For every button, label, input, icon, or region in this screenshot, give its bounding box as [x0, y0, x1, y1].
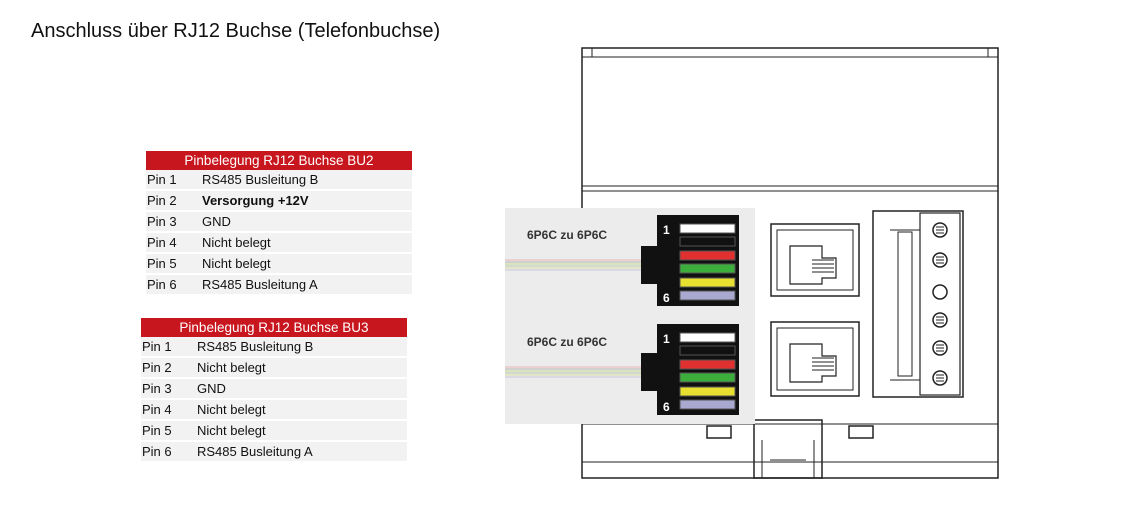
pin-label: Pin 4 [147, 235, 177, 250]
pin-label: Pin 3 [147, 214, 177, 229]
pin-label: Pin 3 [142, 381, 172, 396]
wire-pins [679, 223, 736, 301]
terminal-block [872, 210, 964, 398]
table-row: Pin 3 GND [146, 212, 412, 233]
plug-body [641, 246, 657, 284]
signal-label: Versorgung +12V [202, 193, 309, 208]
page-title: Anschluss über RJ12 Buchse (Telefonbuchs… [31, 20, 441, 42]
table-row: Pin 4 Nicht belegt [141, 400, 407, 421]
signal-label: Nicht belegt [202, 235, 271, 250]
pin-number-first: 1 [663, 332, 670, 346]
plug-body [641, 353, 657, 391]
cable-bu3: 6P6C zu 6P6C 1 6 [505, 324, 739, 415]
pin-label: Pin 6 [142, 444, 172, 459]
signal-label: RS485 Busleitung A [202, 277, 318, 292]
pin-label: Pin 5 [142, 423, 172, 438]
signal-label: GND [202, 214, 231, 229]
table-row: Pin 5 Nicht belegt [146, 254, 412, 275]
cable-strands [505, 366, 642, 378]
signal-label: RS485 Busleitung A [197, 444, 313, 459]
pin-label: Pin 5 [147, 256, 177, 271]
pin-table-bu3: Pinbelegung RJ12 Buchse BU3 Pin 1 RS485 B… [141, 318, 407, 463]
signal-label: RS485 Busleitung B [197, 339, 314, 354]
wire-pins [679, 332, 736, 410]
pin-table-bu2-header: Pinbelegung RJ12 Buchse BU2 [146, 151, 412, 170]
signal-label: GND [197, 381, 226, 396]
signal-label: Nicht belegt [202, 256, 271, 271]
pin-number-last: 6 [663, 291, 670, 305]
signal-label: RS485 Busleitung B [202, 172, 319, 187]
pin-table-bu2: Pinbelegung RJ12 Buchse BU2 Pin 1 RS485 B… [146, 151, 412, 296]
cable-strands [505, 259, 642, 271]
housing-details [706, 419, 874, 479]
table-row: Pin 1 RS485 Busleitung B [146, 170, 412, 191]
pin-table-bu3-header: Pinbelegung RJ12 Buchse BU3 [141, 318, 407, 337]
cable-label: 6P6C zu 6P6C [527, 228, 607, 242]
signal-label: Nicht belegt [197, 360, 266, 375]
pin-label: Pin 1 [147, 172, 177, 187]
pin-label: Pin 2 [147, 193, 177, 208]
cable-label: 6P6C zu 6P6C [527, 335, 607, 349]
table-row: Pin 2 Nicht belegt [141, 358, 407, 379]
pin-label: Pin 2 [142, 360, 172, 375]
pin-label: Pin 1 [142, 339, 172, 354]
table-row: Pin 1 RS485 Busleitung B [141, 337, 407, 358]
rj12-socket-bu2 [770, 223, 860, 297]
pin-label: Pin 4 [142, 402, 172, 417]
signal-label: Nicht belegt [197, 402, 266, 417]
pin-number-last: 6 [663, 400, 670, 414]
rj12-socket-bu3 [770, 321, 860, 397]
table-row: Pin 2 Versorgung +12V [146, 191, 412, 212]
cable-bu2: 6P6C zu 6P6C 1 6 [505, 215, 739, 306]
table-row: Pin 6 RS485 Busleitung A [141, 442, 407, 463]
pin-label: Pin 6 [147, 277, 177, 292]
table-row: Pin 3 GND [141, 379, 407, 400]
table-row: Pin 6 RS485 Busleitung A [146, 275, 412, 296]
table-row: Pin 4 Nicht belegt [146, 233, 412, 254]
signal-label: Nicht belegt [197, 423, 266, 438]
pin-number-first: 1 [663, 223, 670, 237]
table-row: Pin 5 Nicht belegt [141, 421, 407, 442]
